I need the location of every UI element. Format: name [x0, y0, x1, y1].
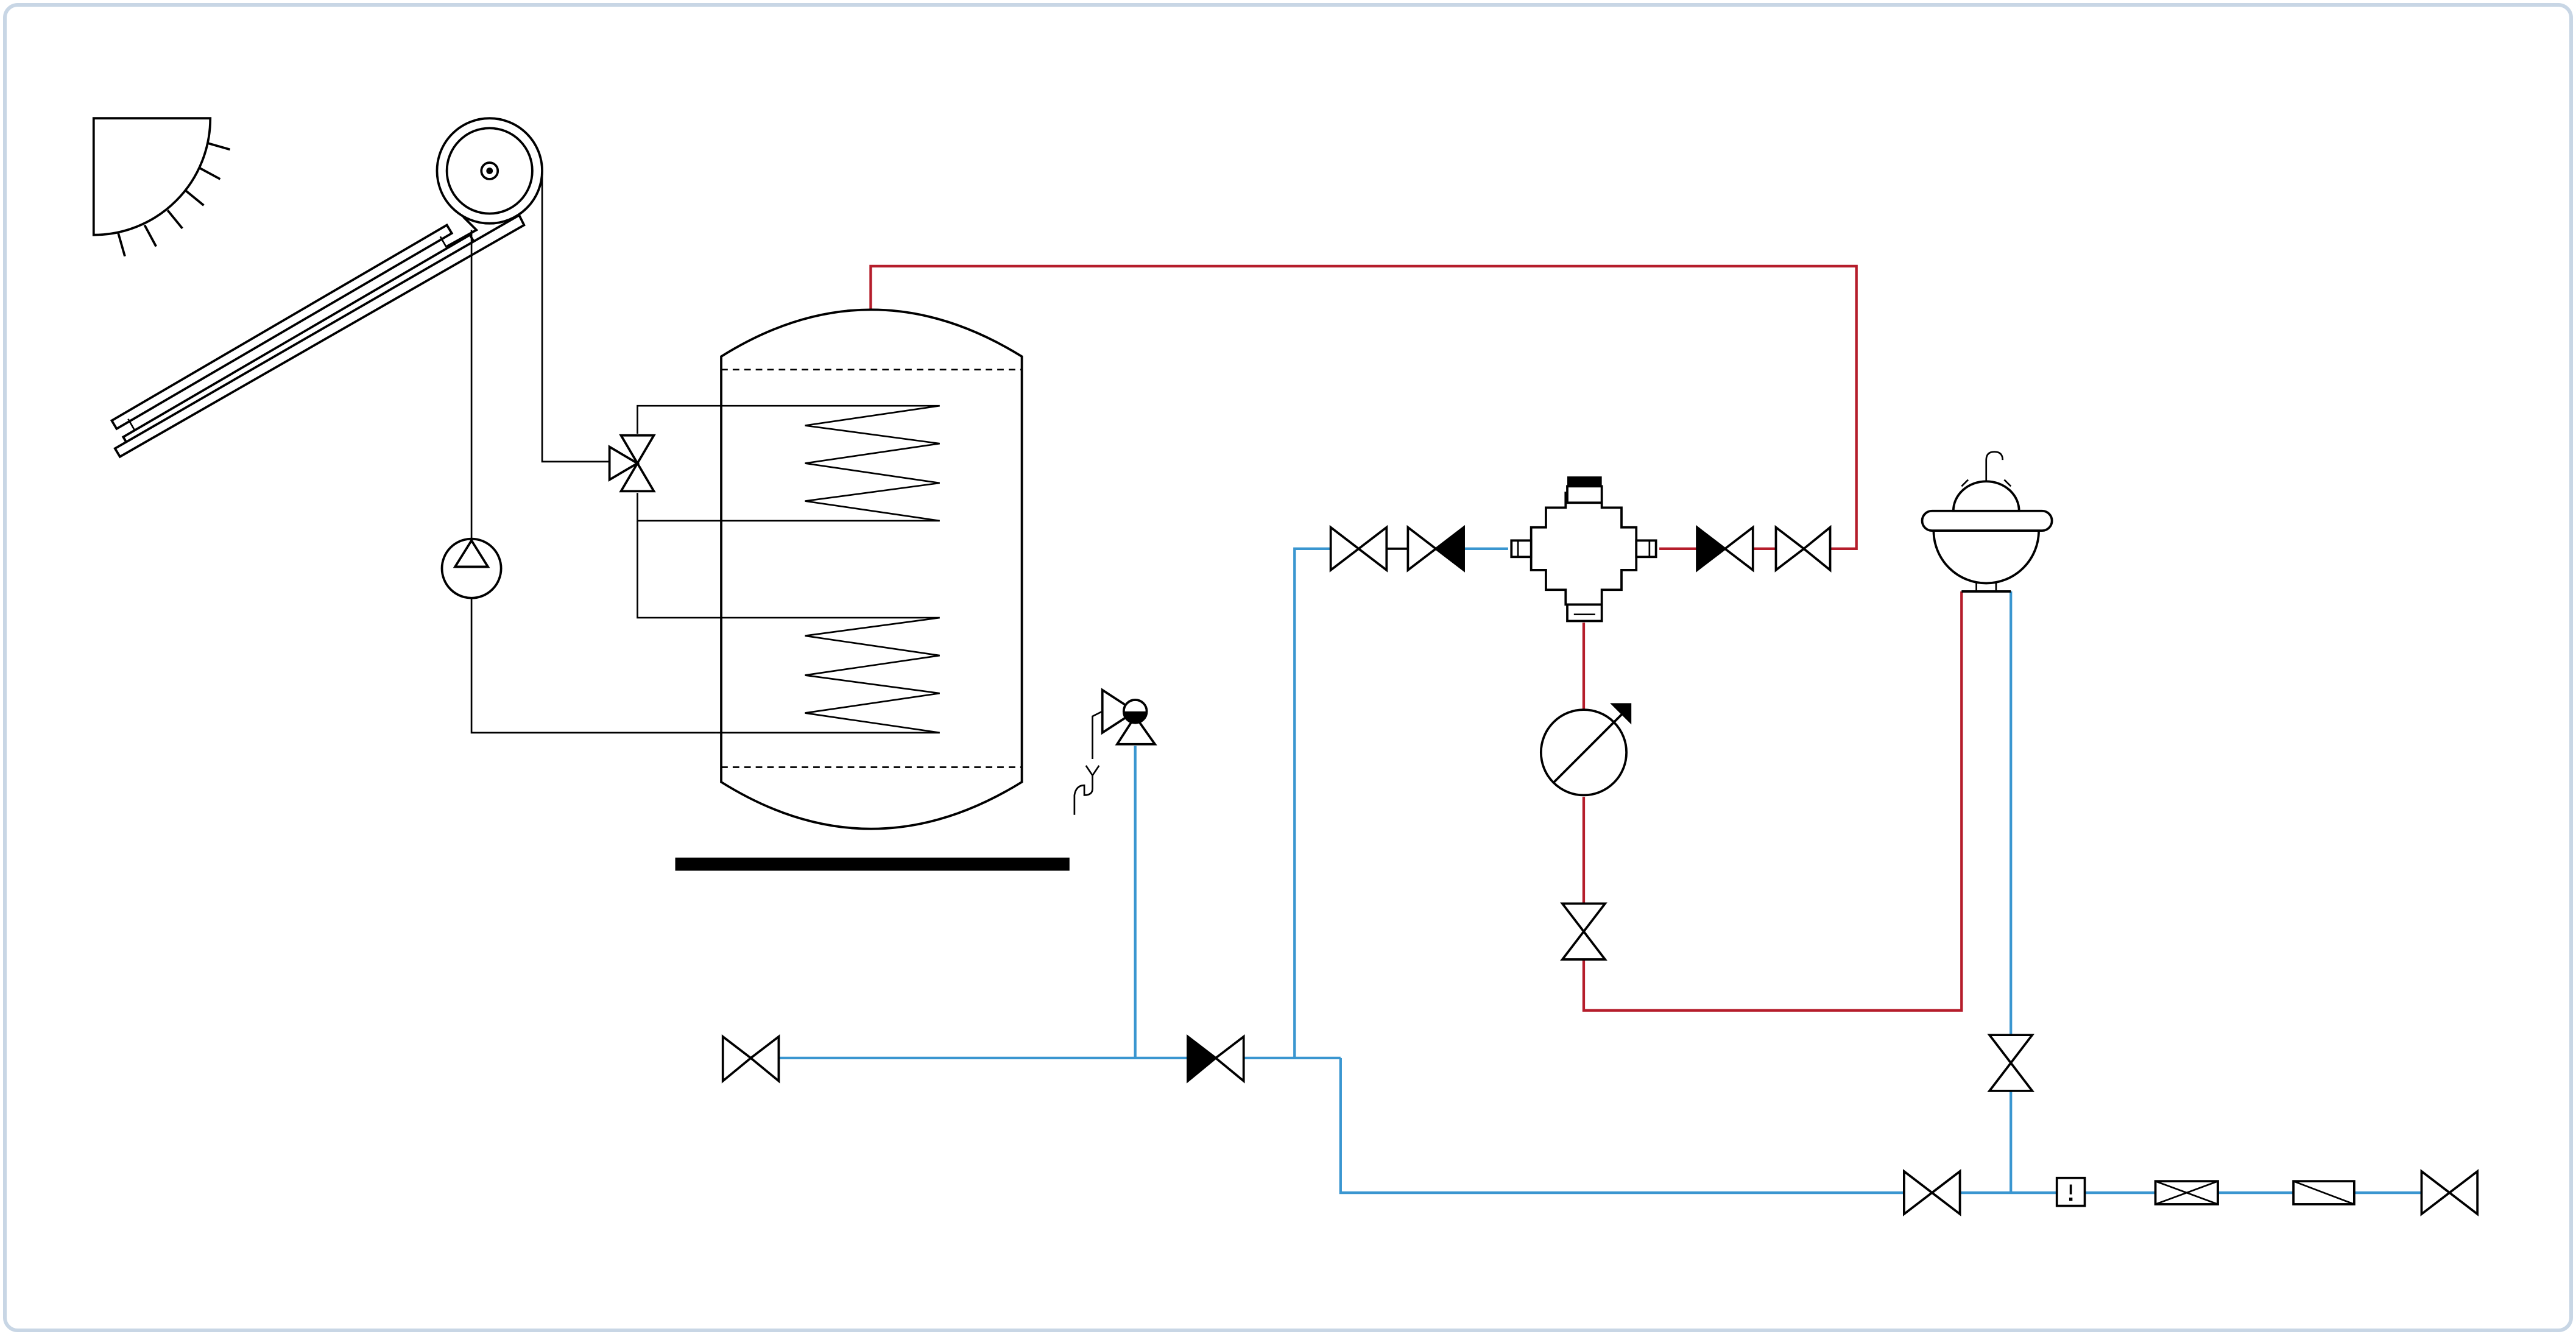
shut-off-valve-mixer-hot	[1774, 524, 1832, 573]
shut-off-valve-mixer-cold	[1329, 524, 1408, 573]
shut-off-valve-inlet	[721, 1034, 780, 1084]
check-valve-mixer-hot	[1696, 524, 1754, 573]
three-way-valve	[608, 434, 656, 493]
hot-water-pipes	[869, 264, 1963, 1012]
washbasin	[1921, 451, 2053, 593]
solar-loop-lines	[470, 171, 940, 734]
pressure-gauge	[1539, 703, 1632, 797]
tank-base-plate	[675, 857, 1070, 871]
shut-off-valve-supply	[2420, 1169, 2479, 1216]
filter	[2154, 1180, 2219, 1205]
circulation-pump	[440, 537, 503, 599]
heat-exchanger-coil-upper	[805, 404, 940, 522]
shut-off-valve-washbasin	[1987, 1034, 2035, 1092]
heat-exchanger-coil-lower	[805, 616, 940, 734]
cold-water-pipes	[778, 547, 2422, 1195]
safety-valve	[1073, 688, 1157, 815]
check-valve-mixer-cold	[1406, 524, 1465, 573]
check-valve-inlet	[1187, 1034, 1245, 1084]
solar-collector	[110, 213, 526, 459]
sun-icon	[92, 117, 231, 257]
shut-off-valve-hot-return	[1560, 902, 1607, 961]
diagram-frame	[3, 3, 2573, 1332]
pressure-reducer	[2292, 1180, 2355, 1205]
expansion-vessel	[436, 117, 543, 248]
water-meter	[2055, 1176, 2086, 1207]
storage-tank	[720, 308, 1023, 830]
thermostatic-mixing-valve	[1510, 476, 1657, 623]
shut-off-valve-main	[1903, 1169, 1961, 1216]
